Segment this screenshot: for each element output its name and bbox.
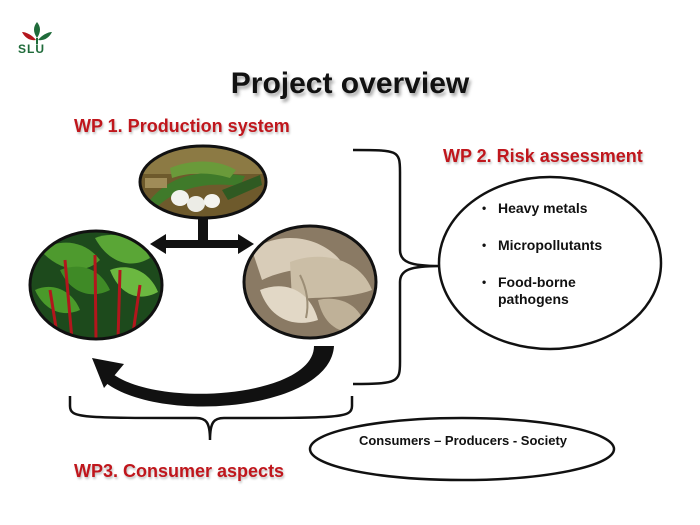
consumers-oval [308, 416, 616, 482]
risk-item: Heavy metals [480, 200, 650, 217]
page-title: Project overview [230, 67, 470, 100]
chard-leaves-image [28, 229, 164, 341]
risk-item: Food-borne pathogens [480, 274, 650, 308]
consumers-text: Consumers – Producers - Society [358, 433, 568, 448]
wp2-label: WP 2. Risk assessment [443, 146, 643, 166]
risk-list: Heavy metals Micropollutants Food-borne … [480, 200, 650, 328]
wp3-label: WP3. Consumer aspects [74, 461, 285, 481]
wp1-label: WP 1. Production system [74, 116, 290, 136]
slu-logo [22, 22, 52, 44]
risk-item: Micropollutants [480, 237, 650, 254]
double-arrow-icon [150, 218, 254, 254]
compost-waste-image [138, 144, 268, 220]
logo-text: SLU [18, 42, 45, 56]
oyster-mushroom-image [242, 224, 378, 340]
cycle-arrow-icon [92, 346, 334, 407]
consumer-bracket [68, 396, 354, 441]
